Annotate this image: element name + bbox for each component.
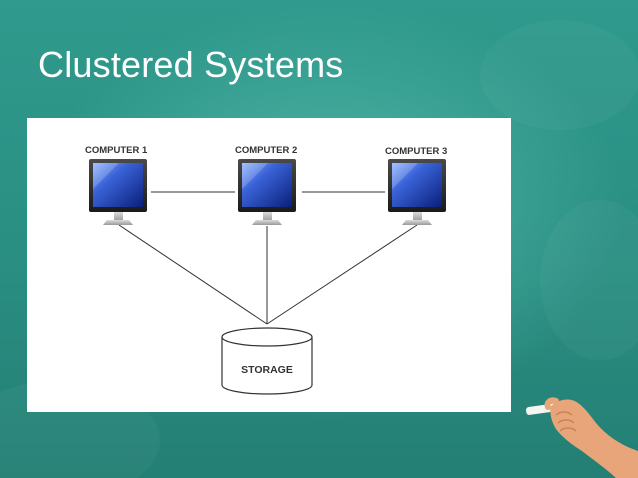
monitor-icon <box>89 159 147 225</box>
connection-lines <box>118 191 418 325</box>
storage-label: STORAGE <box>241 364 293 376</box>
link-computer3-storage <box>266 224 418 325</box>
node-label-computer-3: COMPUTER 3 <box>385 146 447 157</box>
node-label-computer-1: COMPUTER 1 <box>85 145 148 156</box>
diagram-canvas: COMPUTER 1 COMPUTER 2 COMPUTER 3 <box>85 145 447 395</box>
database-cylinder-icon <box>221 327 313 395</box>
hand-holding-chalk-icon <box>525 397 638 478</box>
slide-title: Clustered Systems <box>38 44 344 85</box>
link-computer1-storage <box>118 224 268 325</box>
cluster-diagram: COMPUTER 1 COMPUTER 2 COMPUTER 3 <box>27 118 511 412</box>
monitor-icon <box>238 159 296 225</box>
node-label-computer-2: COMPUTER 2 <box>235 145 297 156</box>
monitor-icon <box>388 159 446 225</box>
